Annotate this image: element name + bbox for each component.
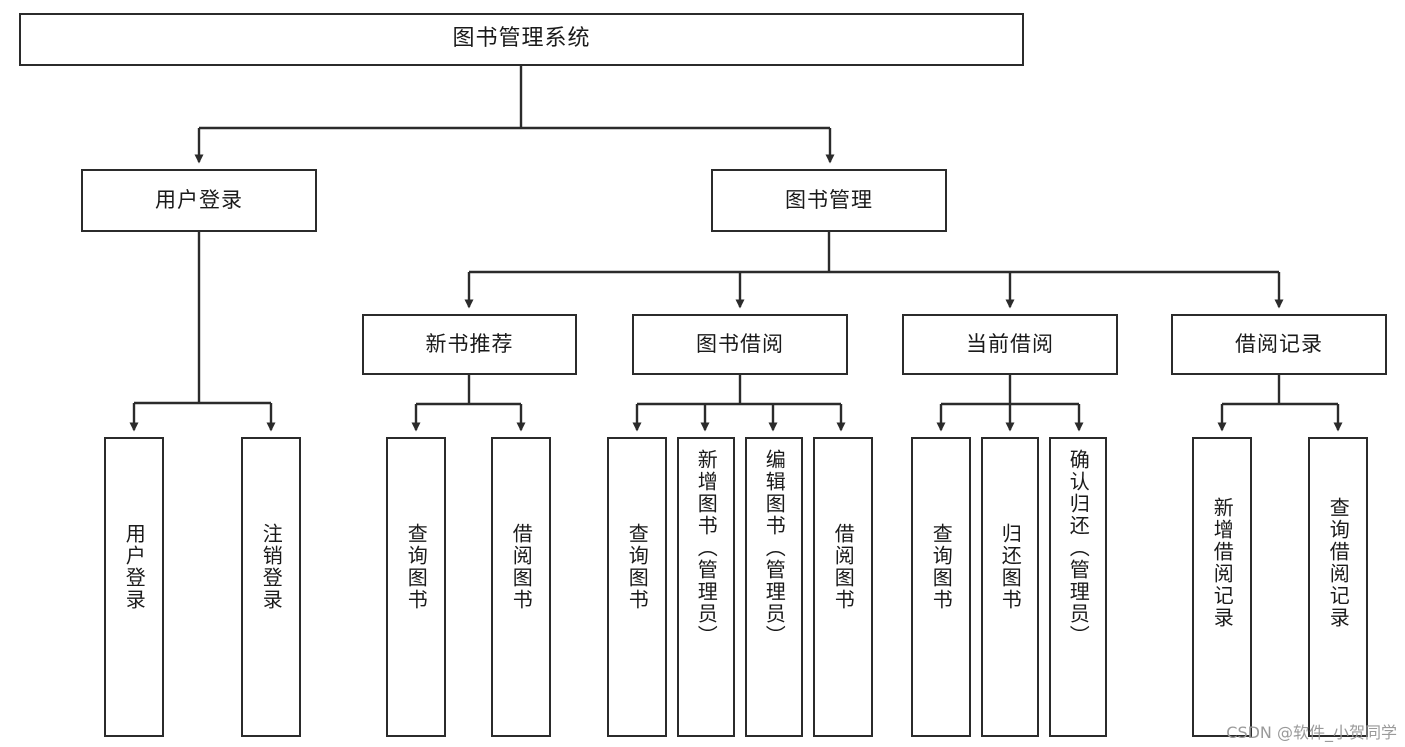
leaf-borrow-book[interactable]: 借阅图书 bbox=[813, 437, 873, 737]
leaf-query-book-recommend[interactable]: 查询图书 bbox=[386, 437, 446, 737]
node-borrow-record-label: 借阅记录 bbox=[1235, 331, 1323, 356]
node-book-management-label: 图书管理 bbox=[785, 187, 873, 212]
leaf-confirm-return-admin[interactable]: 确认归还（管理员） bbox=[1049, 437, 1107, 737]
leaf-query-book-borrow[interactable]: 查询图书 bbox=[607, 437, 667, 737]
node-borrow-record[interactable]: 借阅记录 bbox=[1171, 314, 1387, 375]
leaf-borrow-book-recommend-label: 借阅图书 bbox=[509, 523, 534, 611]
node-current-borrow[interactable]: 当前借阅 bbox=[902, 314, 1118, 375]
leaf-add-book-admin-label: 新增图书（管理员） bbox=[694, 449, 719, 647]
leaf-return-book[interactable]: 归还图书 bbox=[981, 437, 1039, 737]
leaf-edit-book-admin[interactable]: 编辑图书（管理员） bbox=[745, 437, 803, 737]
leaf-query-book-borrow-label: 查询图书 bbox=[625, 523, 650, 611]
leaf-query-borrow-record-label: 查询借阅记录 bbox=[1326, 497, 1351, 629]
leaf-user-login-label: 用户登录 bbox=[122, 523, 147, 611]
leaf-edit-book-admin-label: 编辑图书（管理员） bbox=[762, 449, 787, 647]
leaf-add-book-admin[interactable]: 新增图书（管理员） bbox=[677, 437, 735, 737]
node-book-borrow-label: 图书借阅 bbox=[696, 331, 784, 356]
node-new-book-recommend[interactable]: 新书推荐 bbox=[362, 314, 577, 375]
node-new-book-recommend-label: 新书推荐 bbox=[425, 331, 514, 356]
leaf-logout-label: 注销登录 bbox=[259, 523, 284, 611]
node-book-management[interactable]: 图书管理 bbox=[711, 169, 947, 232]
leaf-query-borrow-record[interactable]: 查询借阅记录 bbox=[1308, 437, 1368, 737]
leaf-return-book-label: 归还图书 bbox=[998, 523, 1023, 611]
node-current-borrow-label: 当前借阅 bbox=[966, 331, 1054, 356]
leaf-query-book-current-label: 查询图书 bbox=[929, 523, 954, 611]
node-book-borrow[interactable]: 图书借阅 bbox=[632, 314, 848, 375]
node-user-login-label: 用户登录 bbox=[155, 187, 243, 212]
leaf-query-book-recommend-label: 查询图书 bbox=[404, 523, 429, 611]
node-root-label: 图书管理系统 bbox=[452, 26, 591, 52]
leaf-user-login[interactable]: 用户登录 bbox=[104, 437, 164, 737]
node-user-login[interactable]: 用户登录 bbox=[81, 169, 317, 232]
leaf-add-borrow-record[interactable]: 新增借阅记录 bbox=[1192, 437, 1252, 737]
leaf-borrow-book-label: 借阅图书 bbox=[831, 523, 856, 611]
node-root[interactable]: 图书管理系统 bbox=[19, 13, 1024, 66]
leaf-confirm-return-admin-label: 确认归还（管理员） bbox=[1066, 449, 1091, 647]
leaf-add-borrow-record-label: 新增借阅记录 bbox=[1210, 497, 1235, 629]
watermark: CSDN @软件_小贺同学 bbox=[1226, 723, 1397, 742]
leaf-query-book-current[interactable]: 查询图书 bbox=[911, 437, 971, 737]
leaf-borrow-book-recommend[interactable]: 借阅图书 bbox=[491, 437, 551, 737]
leaf-logout[interactable]: 注销登录 bbox=[241, 437, 301, 737]
